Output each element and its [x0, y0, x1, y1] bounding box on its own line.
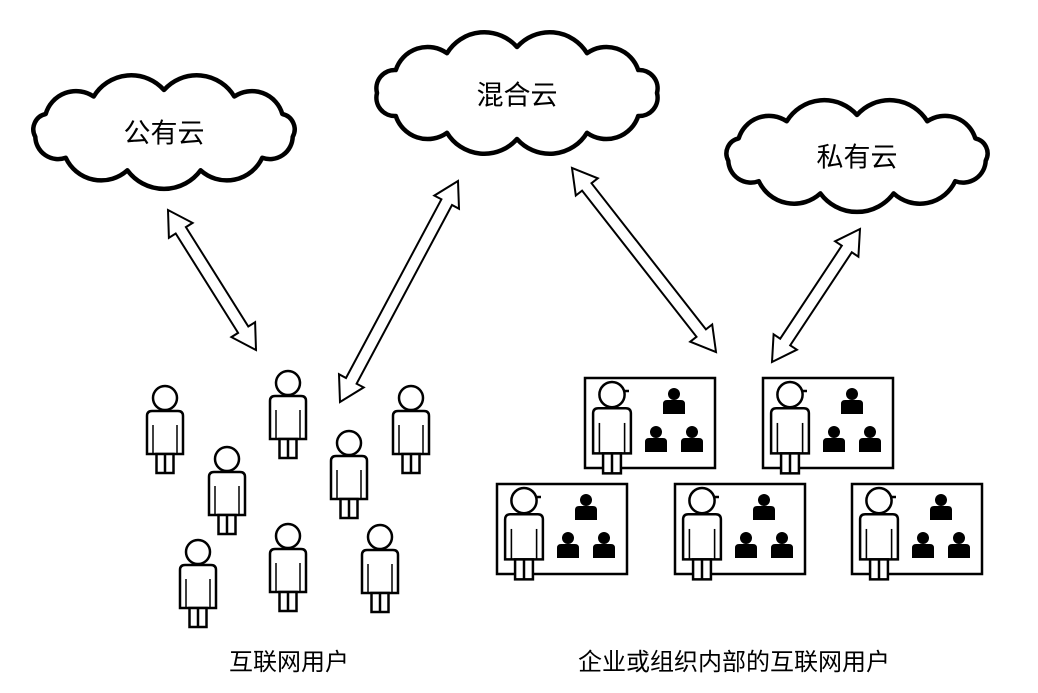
internet-user-icon	[360, 523, 400, 614]
enterprise-user-icon	[583, 376, 717, 475]
public-cloud-label: 公有云	[123, 118, 205, 150]
internet-user-icon	[207, 445, 247, 536]
public-cloud-shape	[31, 73, 297, 192]
presenter-icon	[681, 486, 723, 581]
internet-user-icon	[268, 522, 308, 613]
presenter-icon	[858, 486, 900, 581]
clouds-layer	[31, 29, 990, 215]
presenter-icon	[769, 380, 811, 475]
enterprise-user-icon	[495, 482, 629, 581]
audience-icon	[823, 388, 881, 452]
private-cloud-arrow	[770, 227, 862, 364]
arrows-layer	[166, 166, 862, 404]
enterprise-users-layer	[495, 376, 984, 581]
presenter-icon	[503, 486, 545, 581]
internet-user-icon	[268, 369, 308, 460]
presenter-icon	[591, 380, 633, 475]
private-cloud-label: 私有云	[816, 142, 898, 174]
enterprise-users-caption: 企业或组织内部的互联网用户	[578, 648, 890, 676]
enterprise-user-icon	[761, 376, 895, 475]
internet-user-icon	[329, 429, 369, 520]
hybrid-to-enterprise-arrow	[570, 166, 718, 354]
internet-user-icon	[178, 538, 218, 629]
internet-users-layer	[145, 369, 431, 629]
hybrid-cloud-label: 混合云	[476, 80, 558, 112]
enterprise-user-icon	[673, 482, 807, 581]
internet-user-icon	[145, 384, 185, 475]
internet-user-icon	[391, 384, 431, 475]
private-cloud-shape	[724, 97, 990, 215]
hybrid-cloud-shape	[374, 29, 660, 157]
audience-icon	[645, 388, 703, 452]
audience-icon	[912, 494, 970, 558]
hybrid-to-internet-arrow	[337, 179, 461, 404]
public-cloud-arrow	[166, 208, 258, 352]
audience-icon	[557, 494, 615, 558]
enterprise-user-icon	[850, 482, 984, 581]
internet-users-caption: 互联网用户	[229, 648, 349, 676]
audience-icon	[735, 494, 793, 558]
